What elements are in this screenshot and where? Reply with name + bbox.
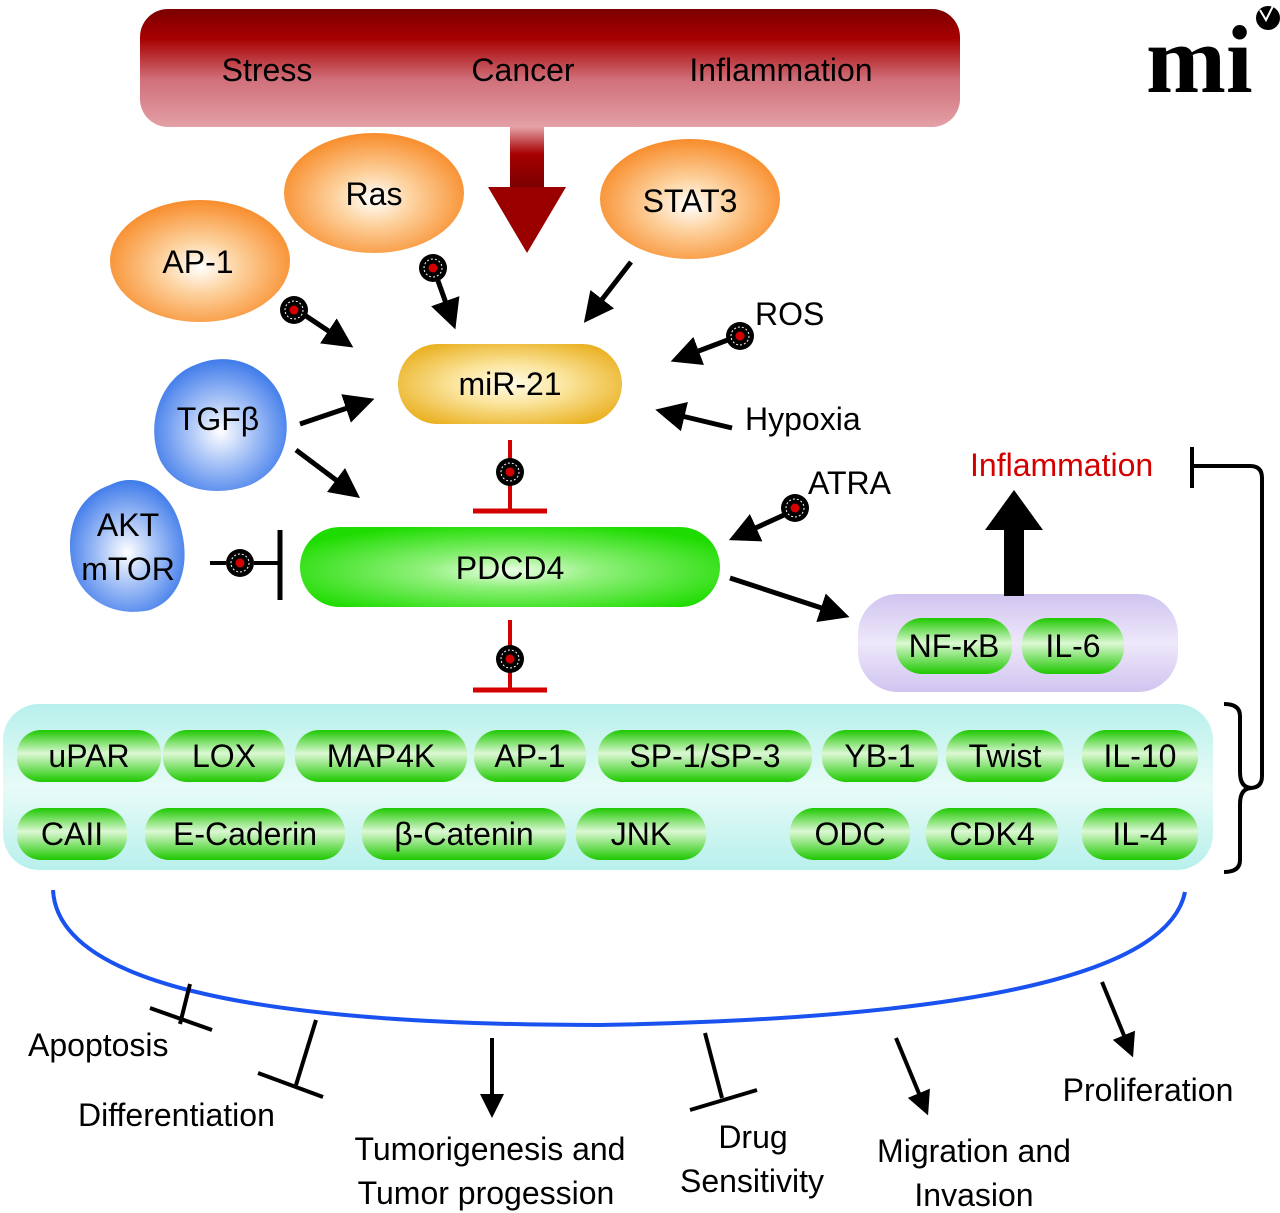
target-pill: [145, 808, 345, 860]
target-pill: [1082, 730, 1198, 782]
inhibit-pdcd4-targets: [473, 620, 547, 693]
outcomes-bracket-curve: [51, 889, 1187, 1028]
arrow-pdcd4-nfkb: [729, 575, 850, 623]
node-mtor-label: mTOR: [81, 551, 175, 587]
node-ras: Ras: [284, 133, 464, 253]
target-pill: [17, 808, 127, 860]
target-pill-label: uPAR: [48, 738, 129, 774]
inhibit-drug-sensitivity: [703, 1032, 724, 1099]
arrow-tgfb-pdcd4: [294, 448, 360, 498]
node-stat3-label: STAT3: [643, 183, 738, 219]
arrow-hypoxia-mir21: [655, 402, 733, 432]
node-akt-mtor: AKT mTOR: [69, 479, 185, 612]
node-mir21-label: miR-21: [458, 366, 561, 402]
label-ros: ROS: [755, 296, 824, 332]
target-pill-label: CDK4: [949, 816, 1034, 852]
target-icon: [280, 296, 308, 324]
arrow-ap1-mir21: [298, 309, 354, 348]
journal-logo: mi: [1146, 3, 1280, 113]
label-inflammation-output: Inflammation: [970, 447, 1153, 483]
target-pill: [1082, 808, 1198, 860]
label-hypoxia: Hypoxia: [745, 401, 861, 437]
target-pill-label: ODC: [814, 816, 885, 852]
node-akt-label: AKT: [97, 507, 159, 543]
target-pill-label: MAP4K: [327, 738, 435, 774]
stress-cancer-inflammation-banner: Stress Cancer Inflammation: [140, 9, 960, 127]
node-ras-label: Ras: [346, 176, 403, 212]
label-atra: ATRA: [808, 465, 892, 501]
pill-il6-label: IL-6: [1045, 628, 1100, 664]
target-pill-label: Twist: [969, 738, 1042, 774]
node-pdcd4: PDCD4: [300, 527, 720, 607]
outcome-tumorigenesis-line1: Tumorigenesis and: [355, 1131, 626, 1167]
target-pill-label: IL-10: [1104, 738, 1177, 774]
arrow-tgfb-mir21: [299, 394, 375, 427]
pill-nfkb-label: NF-κB: [909, 628, 1000, 664]
target-pill-label: CAII: [41, 816, 103, 852]
big-down-arrow-icon: [488, 127, 566, 253]
target-icon: [419, 254, 447, 282]
target-pill: [822, 730, 938, 782]
pill-nfkb: [896, 618, 1012, 674]
up-arrow-icon: [985, 490, 1043, 596]
target-icon: [726, 322, 754, 350]
node-pdcd4-label: PDCD4: [456, 550, 564, 586]
target-pill-label: LOX: [192, 738, 256, 774]
nfkb-il6-complex: NF-κB IL-6: [858, 594, 1178, 692]
target-pill-label: E-Caderin: [173, 816, 317, 852]
target-icon: [226, 549, 254, 577]
target-icon: [781, 494, 809, 522]
node-ap1-label: AP-1: [162, 244, 233, 280]
arrow-proliferation: [1100, 981, 1136, 1058]
node-ap1: AP-1: [110, 200, 290, 322]
banner-label-cancer: Cancer: [471, 52, 575, 88]
arrow-migration: [894, 1037, 930, 1116]
outcome-proliferation: Proliferation: [1063, 1072, 1234, 1108]
inhibit-differentiation: [294, 1019, 318, 1086]
node-tgfb-label: TGFβ: [177, 401, 259, 437]
node-tgfb: TGFβ: [154, 359, 287, 492]
node-stat3: STAT3: [600, 139, 780, 259]
inhibit-akt-pdcd4: [210, 530, 283, 600]
target-pill: [474, 730, 586, 782]
arrows: [294, 260, 850, 623]
target-pill: [163, 730, 285, 782]
outcome-drug-line2: Sensitivity: [680, 1163, 824, 1199]
arrow-ras-mir21: [431, 277, 460, 330]
banner-label-inflammation: Inflammation: [689, 52, 872, 88]
logo-text: mi: [1146, 6, 1253, 113]
target-pill-label: YB-1: [844, 738, 915, 774]
target-pill-label: IL-4: [1112, 816, 1167, 852]
arrow-stat3-mir21: [583, 260, 633, 323]
target-pill: [946, 730, 1064, 782]
outcome-migration-line1: Migration and: [877, 1133, 1071, 1169]
outcome-migration-line2: Invasion: [914, 1177, 1033, 1213]
target-pill: [790, 808, 910, 860]
target-pill: [576, 808, 706, 860]
outcome-apoptosis: Apoptosis: [28, 1027, 169, 1063]
targets-row-2: CAII E-Caderin β-Catenin JNK ODC CDK4 IL-4: [17, 808, 1198, 860]
arrow-ros-mir21: [670, 335, 734, 365]
target-pill: [17, 730, 161, 782]
target-pill-label: AP-1: [494, 738, 565, 774]
outcome-differentiation: Differentiation: [78, 1097, 275, 1133]
target-pill-label: β-Catenin: [394, 816, 533, 852]
outcome-connectors: [149, 981, 1136, 1118]
banner-label-stress: Stress: [222, 52, 313, 88]
target-pill: [295, 730, 467, 782]
inhibit-mir21-pdcd4: [473, 440, 547, 514]
target-pill: [362, 808, 566, 860]
outcome-drug-line1: Drug: [718, 1119, 787, 1155]
outcome-tumorigenesis-line2: Tumor progession: [358, 1175, 615, 1211]
targets-row-1: uPAR LOX MAP4K AP-1 SP-1/SP-3 YB-1 Twist IL-10: [17, 730, 1198, 782]
target-glyphs: [226, 254, 809, 577]
pill-il6: [1022, 618, 1124, 674]
node-mir21: miR-21: [398, 344, 622, 424]
target-pill-label: JNK: [611, 816, 671, 852]
target-pill: [598, 730, 812, 782]
feedback-inhibition-line: [1190, 447, 1264, 874]
target-pill: [926, 808, 1058, 860]
target-pill-label: SP-1/SP-3: [629, 738, 780, 774]
